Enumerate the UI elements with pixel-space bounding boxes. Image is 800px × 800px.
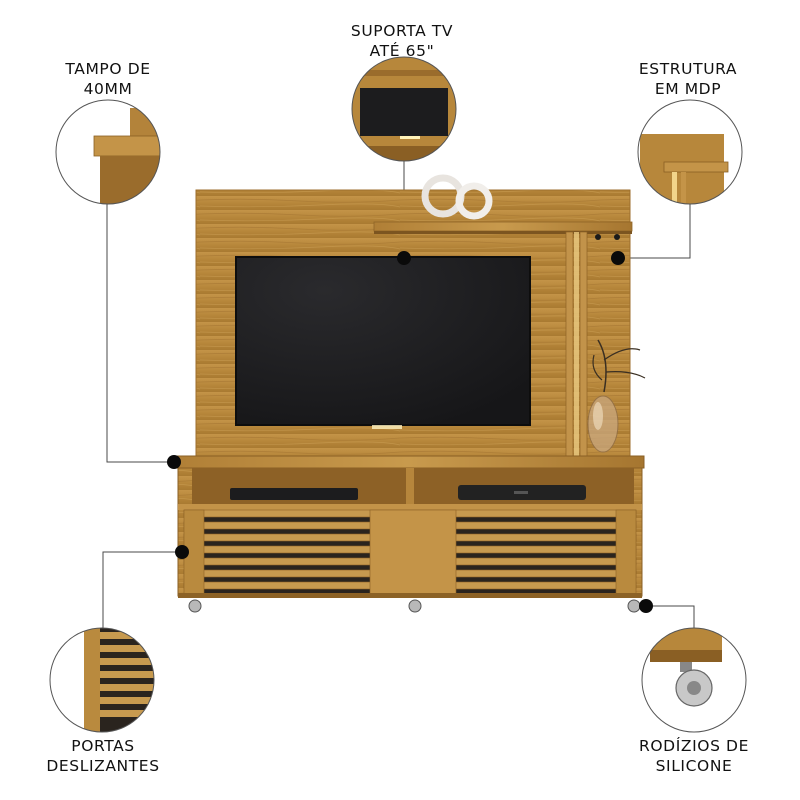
detail-circle-rodizios [641, 627, 747, 733]
callout-tampo-line2: 40MM [83, 80, 133, 98]
ring-decoration [421, 174, 493, 220]
dot-suporta [397, 251, 411, 265]
callout-label-tampo: TAMPO DE 40MM [50, 59, 166, 99]
leader-line-estrutura [618, 204, 691, 259]
casters [188, 599, 641, 613]
callout-suporta-line2: ATÉ 65" [369, 42, 435, 60]
callout-label-estrutura: ESTRUTURA EM MDP [630, 59, 746, 99]
dot-tampo [167, 455, 181, 469]
vase-plant [587, 339, 646, 453]
detail-circle-portas [49, 627, 155, 733]
leader-line-tampo [106, 204, 174, 463]
detail-circle-tv [351, 56, 457, 162]
callout-label-suporta-tv: SUPORTA TV ATÉ 65" [338, 21, 466, 61]
callout-suporta-line1: SUPORTA TV [350, 22, 454, 40]
leader-line-rodizios [646, 605, 695, 628]
callout-label-portas: PORTAS DESLIZANTES [40, 736, 166, 776]
callout-rodizios-line2: SILICONE [655, 757, 733, 775]
tv-cabinet [171, 455, 645, 598]
sliding-doors [183, 509, 637, 595]
callout-estrutura-line2: EM MDP [654, 80, 722, 98]
dot-portas [175, 545, 189, 559]
leader-line-portas [102, 551, 182, 628]
detail-circle-estrutura [637, 99, 743, 205]
callout-estrutura-line1: ESTRUTURA [638, 60, 738, 78]
television [235, 256, 531, 429]
dot-rodizios [639, 599, 653, 613]
dot-estrutura [611, 251, 625, 265]
callout-rodizios-line1: RODÍZIOS DE [639, 737, 749, 755]
callout-label-rodizios: RODÍZIOS DE SILICONE [630, 736, 758, 776]
vertical-slats [565, 231, 588, 457]
callout-portas-line1: PORTAS [71, 737, 135, 755]
callout-dots [167, 251, 653, 613]
detail-circle-tampo [55, 99, 161, 205]
wall-shelf [373, 221, 633, 240]
callout-portas-line2: DESLIZANTES [46, 757, 160, 775]
callout-tampo-line1: TAMPO DE [65, 60, 151, 78]
